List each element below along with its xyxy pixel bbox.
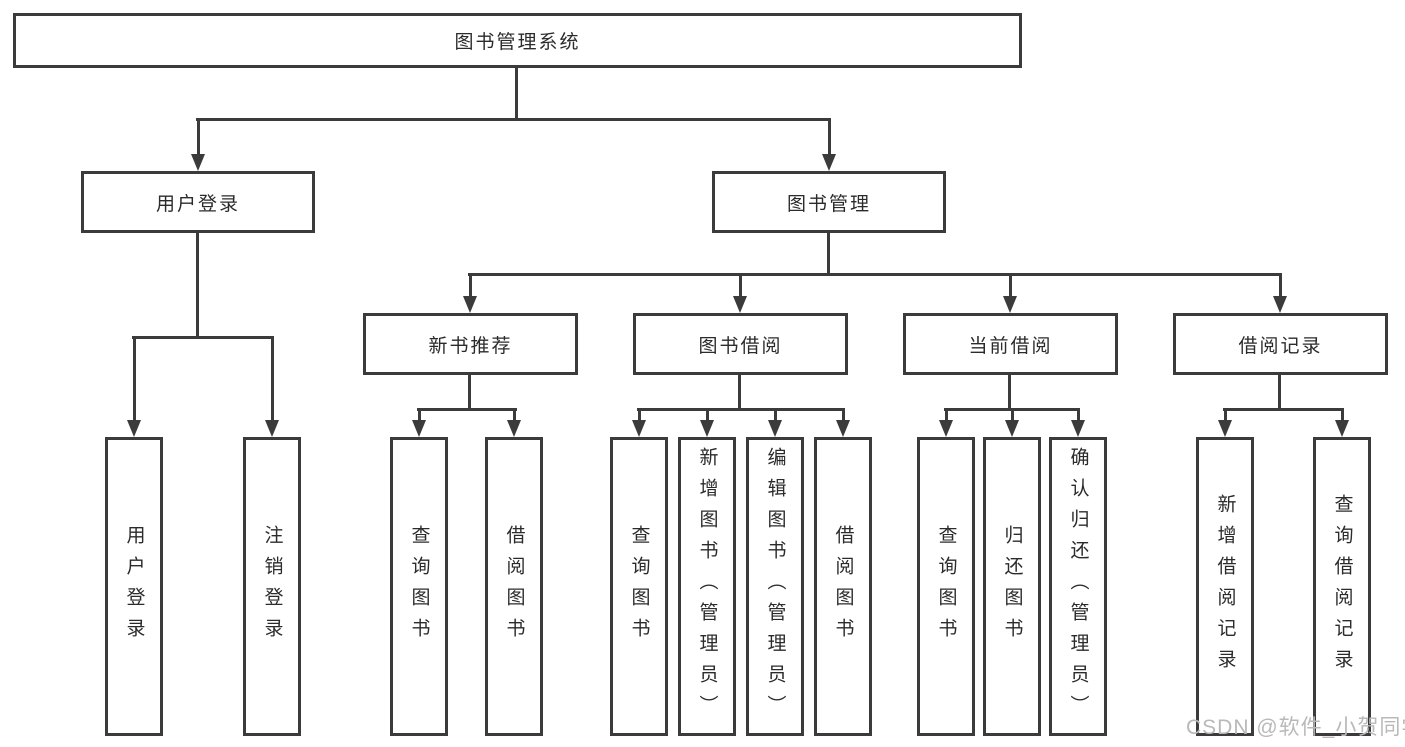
- arrow-to-leaf: [1335, 411, 1349, 437]
- leaf-user-login: 用户登录: [105, 437, 163, 736]
- node-label: 查询借阅记录: [1331, 493, 1353, 680]
- node-book-borrowing: 图书借阅: [633, 313, 848, 375]
- connector-bb-stub: [738, 375, 741, 411]
- arrow-to-leaf-user-login: [127, 339, 141, 437]
- connector-user-login-bar: [132, 336, 274, 339]
- node-label: 新增图书（管理员）: [696, 447, 718, 726]
- connector-cb-bar: [944, 408, 1080, 411]
- node-label: 图书管理: [786, 193, 871, 215]
- leaf-logout: 注销登录: [243, 437, 301, 736]
- arrow-to-leaf: [836, 411, 850, 437]
- leaf-query-books: 查询图书: [917, 437, 975, 736]
- arrow-to-leaf: [632, 411, 646, 437]
- node-current-borrowing: 当前借阅: [903, 313, 1118, 375]
- node-label: 查询图书: [935, 524, 957, 649]
- node-label: 当前借阅: [968, 335, 1053, 357]
- leaf-confirm-return-admin: 确认归还（管理员）: [1049, 437, 1107, 736]
- leaf-edit-books-admin: 编辑图书（管理员）: [746, 437, 804, 736]
- arrow-to-leaf: [939, 411, 953, 437]
- arrow-to-user-login: [191, 121, 205, 171]
- connector-nbr-bar: [417, 408, 517, 411]
- node-label: 用户登录: [155, 193, 240, 215]
- node-label: 查询图书: [628, 524, 650, 649]
- arrow-to-book-borrowing: [733, 276, 747, 313]
- connector-br-bar: [1223, 408, 1344, 411]
- leaf-query-books: 查询图书: [390, 437, 448, 736]
- arrow-to-borrowing-records: [1273, 276, 1287, 313]
- connector-book-mgmt-bar: [468, 273, 1282, 276]
- arrow-to-leaf: [768, 411, 782, 437]
- node-label: 查询图书: [408, 524, 430, 649]
- node-label: 用户登录: [123, 524, 145, 649]
- node-label: 借阅图书: [503, 524, 525, 649]
- arrow-to-leaf: [1218, 411, 1232, 437]
- node-label: 图书管理系统: [454, 32, 581, 53]
- arrow-to-leaf-logout: [265, 339, 279, 437]
- node-label: 确认归还（管理员）: [1067, 447, 1089, 726]
- connector-nbr-stub: [468, 375, 471, 411]
- connector-root-bar: [196, 118, 831, 121]
- arrow-to-leaf: [507, 411, 521, 437]
- node-label: 借阅记录: [1238, 335, 1323, 357]
- connector-cb-stub: [1008, 375, 1011, 411]
- node-label: 新增借阅记录: [1214, 493, 1236, 680]
- leaf-borrow-books: 借阅图书: [485, 437, 543, 736]
- node-user-login: 用户登录: [81, 171, 315, 233]
- leaf-query-borrow-record: 查询借阅记录: [1313, 437, 1371, 736]
- connector-bb-bar: [637, 408, 845, 411]
- arrow-to-leaf: [700, 411, 714, 437]
- node-label: 编辑图书（管理员）: [764, 447, 786, 726]
- arrow-to-current-borrowing: [1003, 276, 1017, 313]
- leaf-borrow-books: 借阅图书: [814, 437, 872, 736]
- connector-user-login-stub: [196, 233, 199, 339]
- node-label: 借阅图书: [832, 524, 854, 649]
- arrow-to-leaf: [1005, 411, 1019, 437]
- node-borrowing-records: 借阅记录: [1173, 313, 1388, 375]
- node-label: 注销登录: [261, 524, 283, 649]
- connector-br-stub: [1278, 375, 1281, 411]
- leaf-return-books: 归还图书: [983, 437, 1041, 736]
- leaf-add-borrow-record: 新增借阅记录: [1196, 437, 1254, 736]
- leaf-query-books: 查询图书: [610, 437, 668, 736]
- connector-root-stub: [515, 68, 518, 121]
- node-library-management-system: 图书管理系统: [13, 13, 1022, 68]
- leaf-add-books-admin: 新增图书（管理员）: [678, 437, 736, 736]
- arrow-to-leaf: [1071, 411, 1085, 437]
- node-label: 归还图书: [1001, 524, 1023, 649]
- node-new-book-recommendation: 新书推荐: [363, 313, 578, 375]
- node-book-management: 图书管理: [712, 171, 946, 233]
- node-label: 新书推荐: [428, 335, 513, 357]
- arrow-to-book-management: [822, 121, 836, 171]
- csdn-watermark: CSDN @软件_小贺同学: [1186, 716, 1405, 739]
- arrow-to-leaf: [412, 411, 426, 437]
- node-label: 图书借阅: [698, 335, 783, 357]
- arrow-to-new-book-recommendation: [463, 276, 477, 313]
- connector-book-mgmt-stub: [827, 233, 830, 276]
